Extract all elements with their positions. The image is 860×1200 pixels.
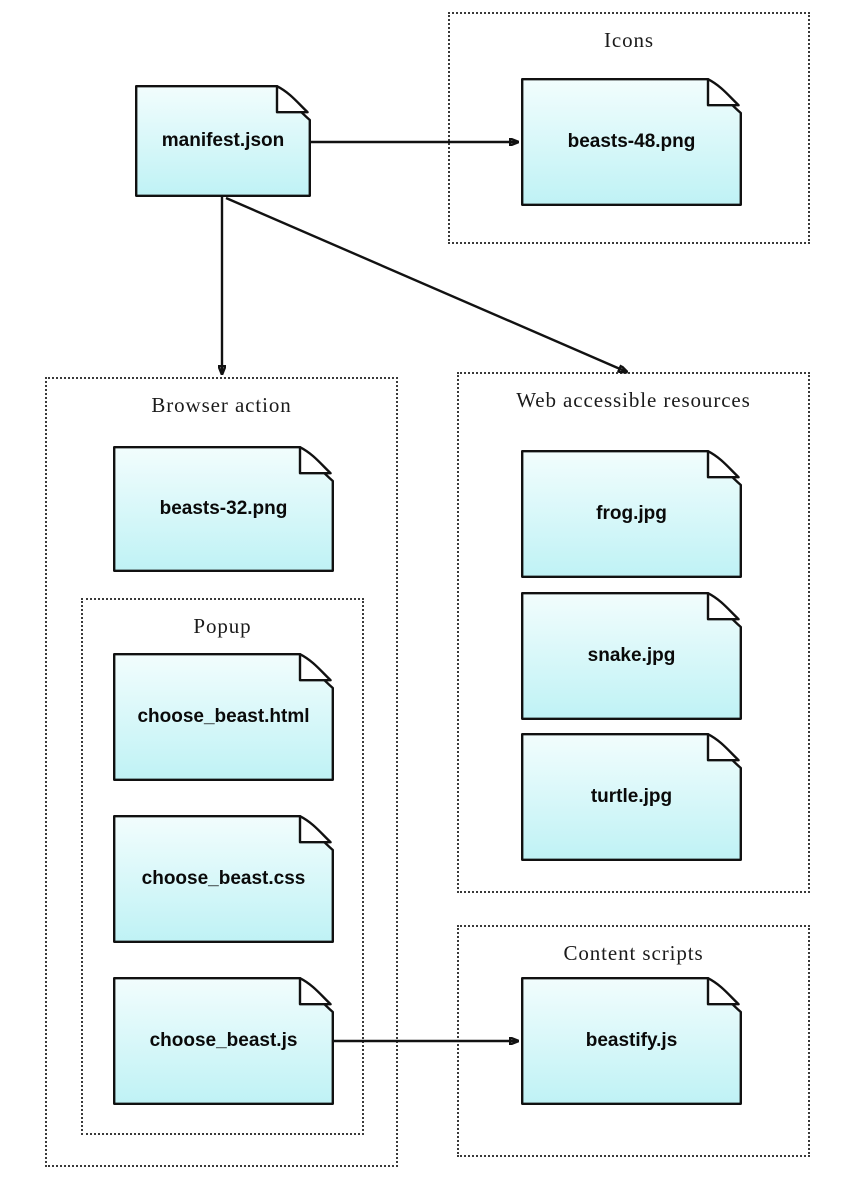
node-choose-beast-js[interactable]: choose_beast.js bbox=[113, 977, 334, 1105]
group-title-browser-action: Browser action bbox=[151, 393, 292, 417]
group-popup: Popup bbox=[81, 598, 364, 1135]
node-frog-jpg[interactable]: frog.jpg bbox=[521, 450, 742, 578]
node-choose-beast-css[interactable]: choose_beast.css bbox=[113, 815, 334, 943]
group-browser-action: Browser action bbox=[45, 377, 398, 1167]
group-title-popup: Popup bbox=[193, 614, 252, 638]
group-icons: Icons bbox=[448, 12, 810, 244]
node-beasts-32-png[interactable]: beasts-32.png bbox=[113, 446, 334, 572]
node-snake-jpg[interactable]: snake.jpg bbox=[521, 592, 742, 720]
group-web-accessible-resources: Web accessible resources bbox=[457, 372, 810, 893]
group-title-content-scripts: Content scripts bbox=[563, 941, 704, 965]
node-beastify-js[interactable]: beastify.js bbox=[521, 977, 742, 1105]
node-choose-beast-html[interactable]: choose_beast.html bbox=[113, 653, 334, 781]
group-title-icons: Icons bbox=[604, 28, 654, 52]
node-beasts-48-png[interactable]: beasts-48.png bbox=[521, 78, 742, 206]
node-turtle-jpg[interactable]: turtle.jpg bbox=[521, 733, 742, 861]
node-manifest-json[interactable]: manifest.json bbox=[135, 85, 311, 197]
group-title-web-accessible-resources: Web accessible resources bbox=[516, 388, 751, 412]
group-content-scripts: Content scripts bbox=[457, 925, 810, 1157]
